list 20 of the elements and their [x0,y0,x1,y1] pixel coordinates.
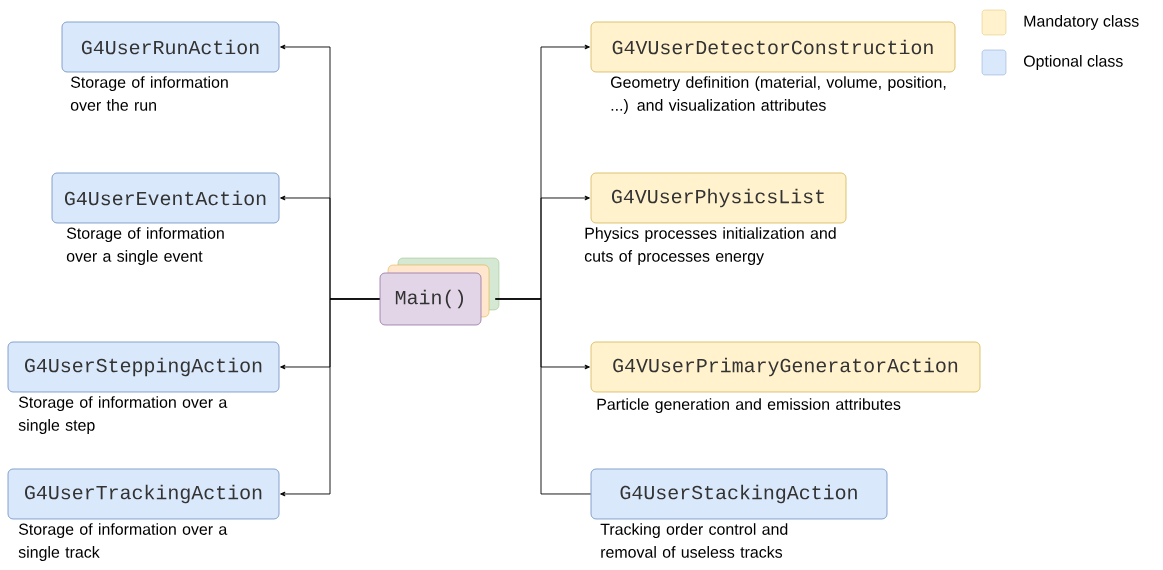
class-box: G4UserEventAction [51,172,280,224]
class-box: G4VUserDetectorConstruction [590,21,956,73]
description-text: Geometry definition (material, volume, position, ...) and visualization attributes [611,76,946,114]
description-text: Particle generation and emission attributes [597,398,901,414]
class-box: G4UserSteppingAction [7,341,280,393]
legend-label: Mandatory class [1024,15,1139,30]
class-box: G4UserStackingAction [590,468,888,520]
class-box: G4UserRunAction [61,21,280,73]
legend-label: Optional class [1023,55,1123,70]
description-text: Storage of information over a single event [66,227,224,265]
description-text: Storage of information over the run [70,76,228,111]
class-box: G4UserTrackingAction [7,468,280,520]
description-text: Storage of information over a single step [18,396,228,434]
description-text: Tracking order control and removal of useless tracks [600,523,788,558]
connector-arrow [280,298,381,497]
main-box: Main() [379,272,482,326]
class-box: G4VUserPrimaryGeneratorAction [590,341,981,393]
description-text: Storage of information over a single track [18,523,228,561]
class-box: G4VUserPhysicsList [590,172,847,224]
description-text: Physics processes initialization and cuts of processes energy [584,227,836,265]
